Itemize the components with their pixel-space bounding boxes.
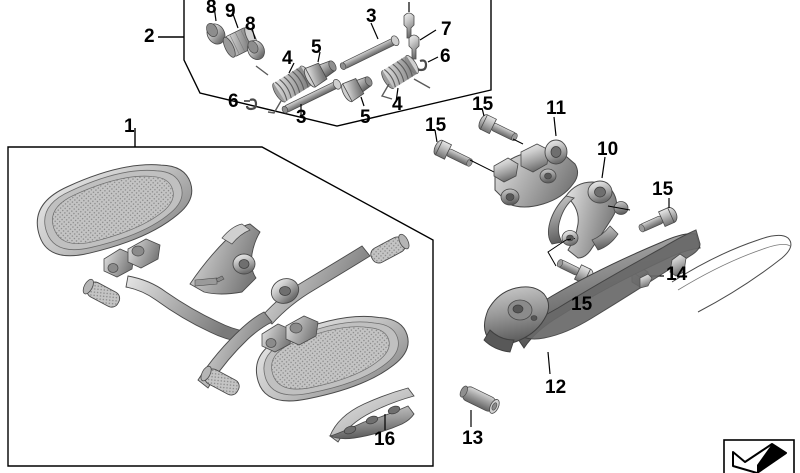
callout-12[interactable]: 12 — [545, 377, 567, 398]
part-bushing-upper — [303, 51, 337, 88]
callout-5b[interactable]: 5 — [360, 107, 371, 128]
part-spring-left — [255, 62, 314, 114]
callout-10[interactable]: 10 — [597, 139, 619, 160]
callout-9[interactable]: 9 — [225, 1, 236, 22]
part-bush-right — [247, 27, 265, 60]
part-cover-plate — [328, 387, 415, 443]
part-stand-pin — [459, 385, 500, 427]
part-spring-right — [380, 55, 431, 103]
callout-15d[interactable]: 15 — [571, 294, 593, 315]
part-pin-lower — [281, 79, 342, 117]
callout-6b[interactable]: 6 — [440, 46, 451, 67]
callout-15b[interactable]: 15 — [425, 115, 447, 136]
callout-7[interactable]: 7 — [441, 19, 452, 40]
callout-13[interactable]: 13 — [462, 428, 484, 449]
part-circlip-right — [415, 56, 439, 72]
part-circlip-left — [244, 98, 258, 111]
part-mounting-bracket — [493, 116, 579, 208]
group-box-2 — [158, 0, 492, 127]
callout-3b[interactable]: 3 — [296, 107, 307, 128]
part-bolt-a — [478, 107, 524, 145]
part-lever-right — [197, 233, 410, 396]
part-footboard-right — [255, 315, 409, 402]
part-bushing-lower — [341, 76, 373, 107]
callout-15c[interactable]: 15 — [652, 179, 674, 200]
callout-8a[interactable]: 8 — [206, 0, 217, 18]
callout-6a[interactable]: 6 — [228, 91, 239, 112]
callout-8b[interactable]: 8 — [245, 14, 256, 35]
part-side-stand — [483, 229, 792, 375]
callout-3a[interactable]: 3 — [366, 6, 377, 27]
group-box-1 — [7, 128, 434, 467]
callout-16[interactable]: 16 — [374, 429, 396, 450]
callout-5a[interactable]: 5 — [311, 37, 322, 58]
callout-4a[interactable]: 4 — [282, 48, 293, 69]
part-bolt-c — [607, 198, 678, 233]
callout-14[interactable]: 14 — [666, 264, 688, 285]
part-bush-left — [206, 5, 226, 45]
part-pin-upper — [339, 22, 400, 70]
part-grease-nipple-a — [403, 2, 415, 39]
part-center-bracket — [189, 223, 261, 295]
callout-15a[interactable]: 15 — [472, 94, 494, 115]
callout-1[interactable]: 1 — [124, 116, 135, 137]
callout-11[interactable]: 11 — [546, 98, 567, 119]
callout-2[interactable]: 2 — [144, 26, 155, 47]
part-grease-nipple — [408, 29, 437, 60]
part-pivot-lever — [547, 156, 629, 259]
callout-4b[interactable]: 4 — [392, 94, 403, 115]
part-footboard-left — [36, 164, 193, 278]
corner-direction-icon — [723, 439, 795, 473]
